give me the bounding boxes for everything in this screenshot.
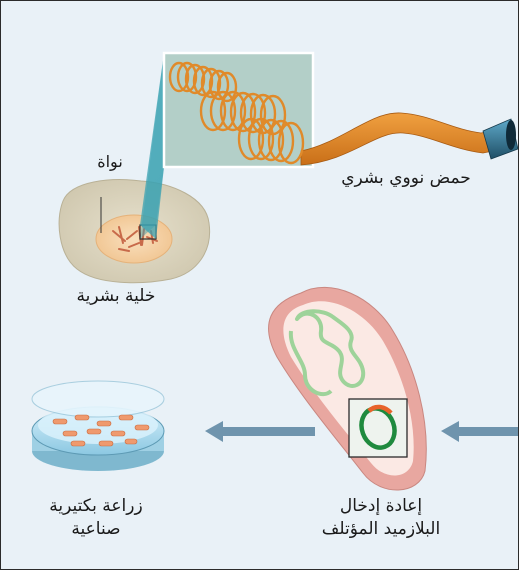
- petri-dish: [32, 381, 164, 471]
- reinsert-label: إعادة إدخال البلازميد المؤتلف: [281, 495, 481, 541]
- bacterium: [269, 287, 427, 490]
- human-cell: [59, 180, 210, 283]
- human-cell-label: خلية بشرية: [41, 285, 191, 308]
- dna-strand-tail: [301, 113, 513, 165]
- nucleus-label: نواة: [65, 151, 155, 173]
- human-dna-label: حمض نووي بشري: [321, 167, 491, 190]
- arrow-left-icon: [441, 421, 518, 442]
- nucleus: [96, 215, 172, 263]
- reinsert-label-line1: إعادة إدخال: [281, 495, 481, 518]
- dna-end-cap: [483, 119, 518, 159]
- reinsert-label-line2: البلازميد المؤتلف: [281, 518, 481, 541]
- culture-label-line1: زراعة بكتيرية: [21, 495, 171, 518]
- culture-label-line2: صناعية: [21, 518, 171, 541]
- dna-magnified-panel: [164, 53, 518, 167]
- arrow-left-icon: [205, 421, 315, 442]
- culture-label: زراعة بكتيرية صناعية: [21, 495, 171, 541]
